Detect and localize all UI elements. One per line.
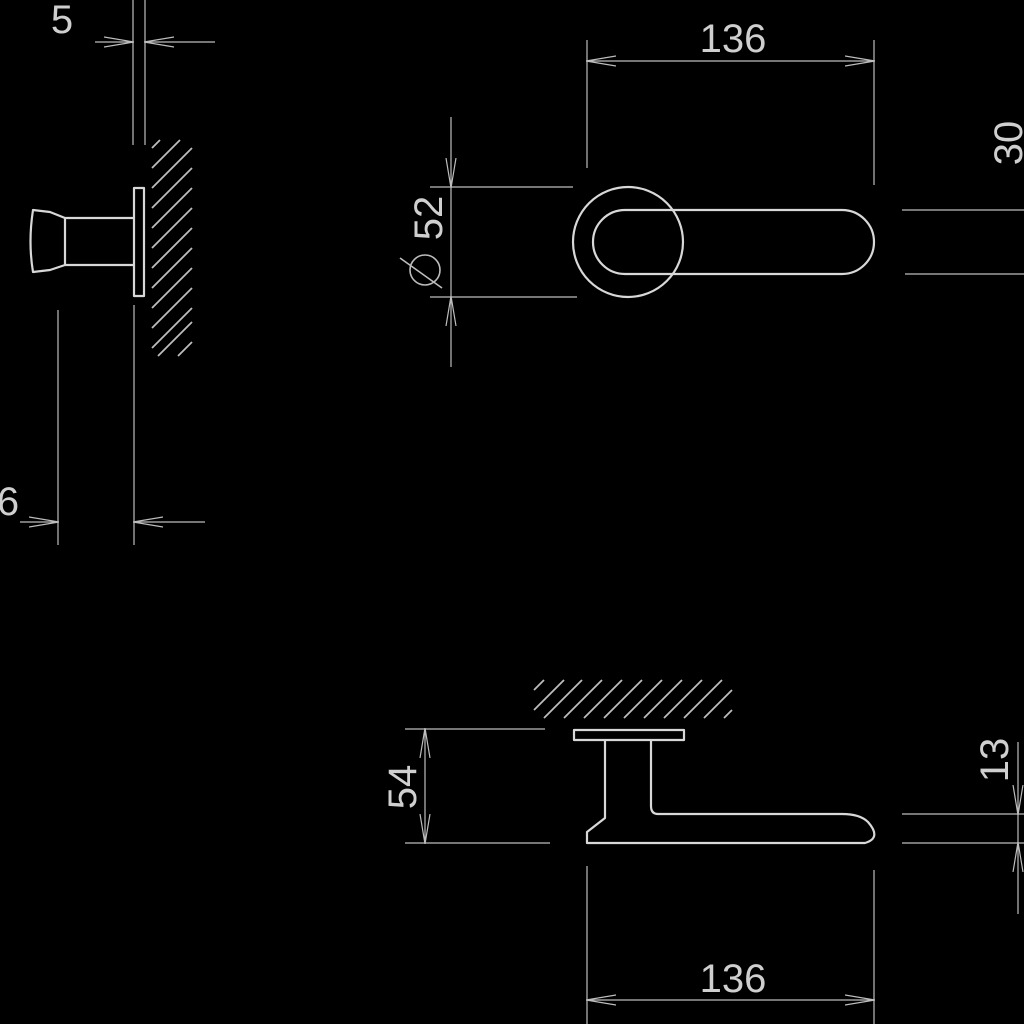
dim-side-bottom-offset: 6: [0, 480, 19, 524]
side-rosette-plate: [132, 186, 146, 298]
dim-lever-thickness: 13: [973, 738, 1017, 783]
top-lever: [591, 208, 876, 276]
side-lever-profile: [29, 208, 134, 274]
side-wall-hatch: [151, 139, 193, 357]
front-rosette: [572, 728, 686, 742]
dim-bottom-width: 136: [700, 957, 767, 1001]
dim-front-height: 54: [381, 765, 425, 810]
front-lever: [585, 740, 876, 845]
dim-rose-diameter: 52: [407, 196, 451, 241]
front-wall-hatch: [533, 679, 733, 719]
side-view: 5 6: [0, 0, 215, 545]
top-view: 136 52 30: [399, 17, 1024, 367]
dim-lever-height: 30: [987, 121, 1024, 166]
top-rose: [571, 185, 685, 299]
dim-side-top-offset: 5: [51, 0, 73, 42]
front-view: 54 13 136: [381, 679, 1024, 1024]
dim-top-width: 136: [700, 17, 767, 61]
diameter-icon: [399, 254, 443, 289]
